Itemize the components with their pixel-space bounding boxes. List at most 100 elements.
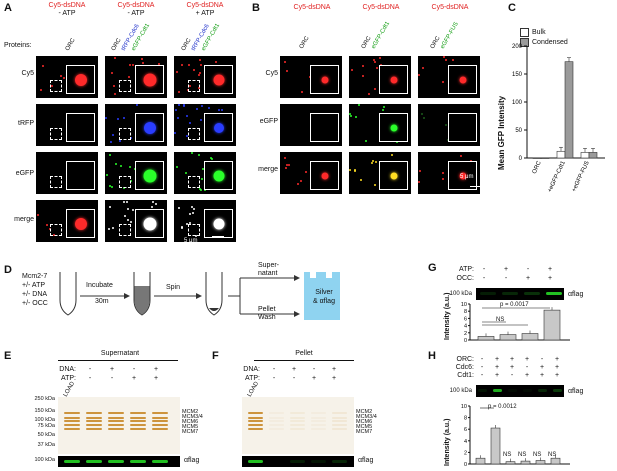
lane-sign: + — [494, 364, 500, 371]
condensate-dot — [365, 140, 367, 142]
condensate-dot — [181, 226, 183, 228]
panel-letter-b: B — [252, 2, 260, 14]
protein-band — [269, 428, 284, 430]
condensate-dot — [355, 116, 357, 118]
lane-sign: + — [109, 366, 115, 373]
ns-label: NS — [533, 452, 542, 458]
time-label: 30m — [95, 298, 109, 305]
protein-band — [311, 420, 326, 422]
protein-label: eGFP-Cdt1 — [370, 20, 392, 50]
panel-letter-h: H — [428, 350, 436, 362]
condensate-dot — [110, 141, 112, 143]
protein-band — [64, 428, 80, 430]
lane-sign: - — [88, 375, 92, 382]
zoom-inset — [135, 65, 164, 94]
condensate-dot — [51, 85, 53, 87]
condensate-dot — [123, 187, 125, 189]
protein-label: ORC — [298, 35, 311, 50]
protein-band — [269, 420, 284, 422]
y-tick-label: 4 — [464, 439, 467, 445]
condensate-dot — [362, 65, 364, 67]
mix-line: +/- ATP — [22, 282, 46, 289]
zoom-inset — [66, 209, 95, 238]
roi-box — [50, 128, 62, 140]
protein-band — [64, 412, 80, 414]
condensate-dot — [286, 70, 288, 72]
condensate-blob — [390, 76, 397, 83]
micrograph — [280, 152, 342, 194]
protein-band — [86, 420, 102, 422]
bar — [521, 333, 539, 341]
bar-bulk — [532, 157, 542, 159]
micrograph — [36, 200, 98, 242]
bar-condensed — [588, 152, 598, 159]
lane-sign: + — [494, 356, 500, 363]
condensate-dot — [129, 64, 131, 66]
condensate-dot — [181, 227, 183, 229]
condensate-dot — [151, 206, 153, 208]
mw-marker: 75 kDa — [37, 423, 55, 429]
zoom-inset — [448, 65, 477, 94]
protein-label: ORC — [429, 35, 442, 50]
cdc6-label: Cdc6: — [455, 364, 474, 371]
flag-blot-strip — [58, 456, 180, 467]
condensate-dot — [373, 59, 375, 61]
protein-band — [290, 417, 305, 419]
lane-sign: - — [482, 266, 486, 273]
roi-box — [188, 80, 200, 92]
lane-sign: + — [291, 366, 297, 373]
condensate-dot — [192, 212, 194, 214]
y-tick-label: 2 — [464, 450, 467, 456]
condensate-dot — [123, 117, 125, 119]
condensate-blob — [143, 217, 156, 230]
micrograph — [418, 104, 480, 146]
condensate-dot — [196, 108, 198, 110]
condensate-dot — [375, 161, 377, 163]
protein-band — [290, 412, 305, 414]
col-title: Cy5-dsDNA — [117, 2, 155, 9]
bar — [535, 460, 546, 465]
mw-marker: 100 kDa — [34, 457, 56, 463]
condensate-dot — [123, 201, 125, 203]
zoom-inset — [379, 65, 408, 94]
lane-sign: + — [503, 266, 509, 273]
bar — [499, 334, 517, 341]
condensate-dot — [142, 62, 144, 64]
condensate-dot — [108, 228, 110, 230]
condensate-dot — [130, 137, 132, 139]
zoom-inset — [204, 209, 233, 238]
condensate-dot — [181, 64, 183, 66]
y-tick-label: 50 — [515, 128, 522, 134]
protein-band — [130, 428, 146, 430]
bar — [475, 457, 486, 465]
blot-band — [332, 460, 347, 463]
dna-label: DNA: — [243, 366, 260, 373]
blot-band — [86, 460, 102, 463]
protein-band — [130, 412, 146, 414]
condensate-dot — [300, 180, 302, 182]
lane-sign: - — [312, 366, 316, 373]
protein-band — [130, 424, 146, 426]
condensate-dot — [305, 171, 307, 173]
y-tick-label: 10 — [461, 302, 467, 308]
condensate-blob — [143, 73, 156, 86]
beaker-label: Silver & αflag — [308, 288, 340, 306]
blot-label: αflag — [568, 388, 584, 395]
condensate-dot — [221, 109, 223, 111]
condensate-dot — [419, 170, 421, 172]
condensate-dot — [40, 89, 42, 91]
y-tick-label: 0 — [464, 338, 467, 342]
condensate-dot — [37, 214, 39, 216]
protein-band — [269, 417, 284, 419]
protein-band — [152, 412, 168, 414]
condensate-dot — [191, 206, 193, 208]
protein-band — [108, 412, 124, 414]
mix-components: Mcm2-7 +/- ATP +/- DNA +/- OCC — [22, 272, 48, 308]
col-title: Cy5-dsDNA — [48, 2, 86, 9]
lane-sign: + — [554, 372, 560, 379]
lane-sign: + — [539, 364, 545, 371]
pellet-label: Pellet Wash — [258, 306, 276, 322]
roi-box — [50, 224, 62, 236]
condensate-dot — [106, 174, 108, 176]
col-subtitle: - ATP — [127, 10, 145, 17]
